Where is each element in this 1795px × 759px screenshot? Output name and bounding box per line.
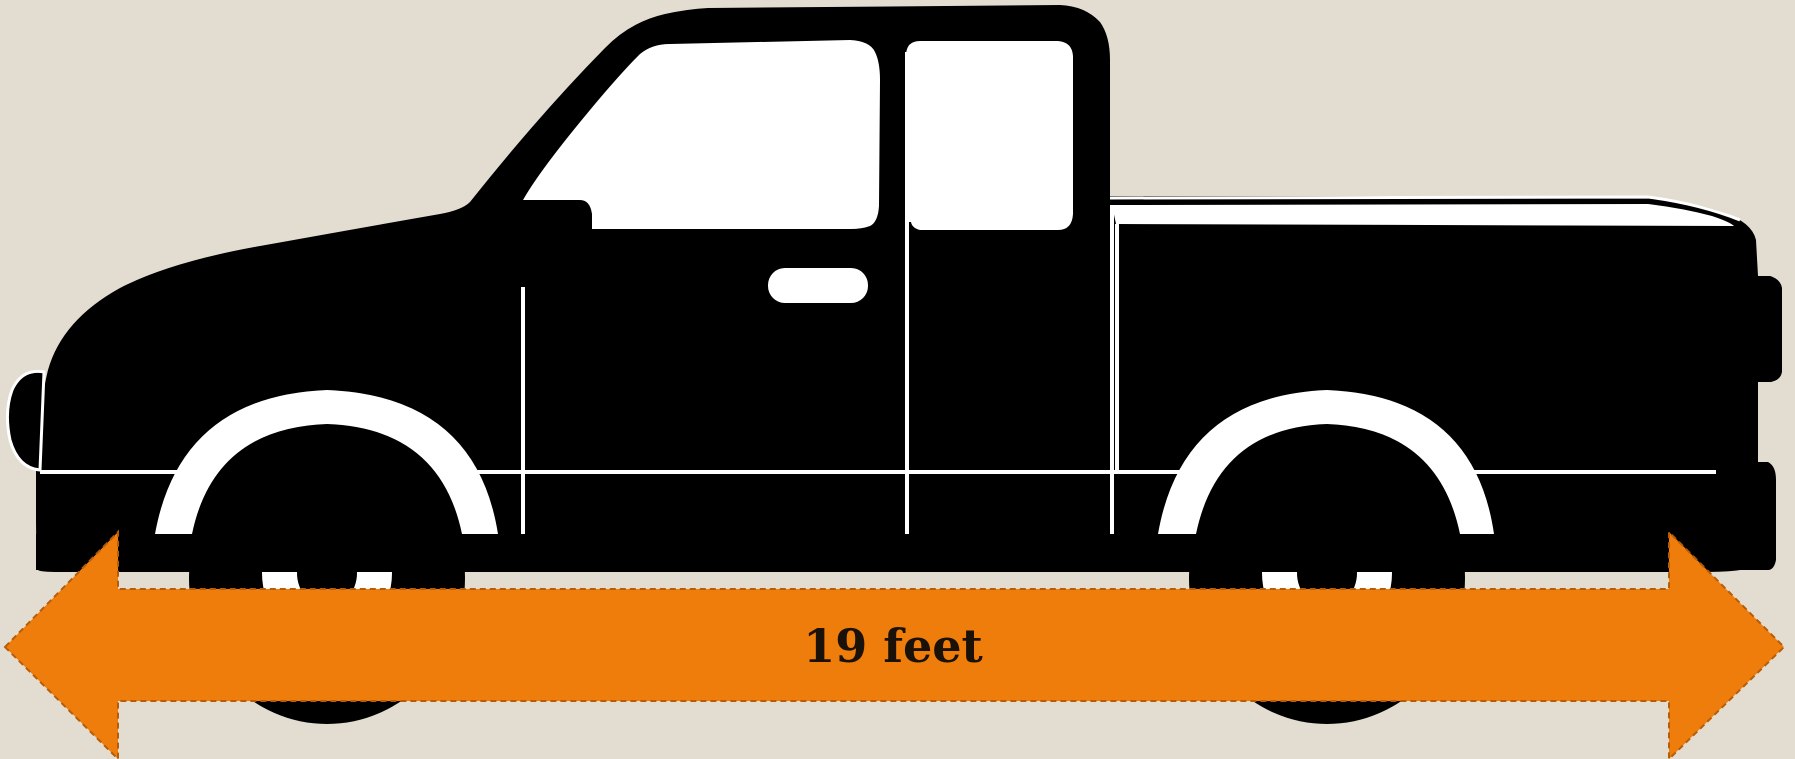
length-label: 19 feet <box>803 619 983 673</box>
door-handle <box>768 268 868 303</box>
headlight <box>7 371 44 470</box>
front-sill <box>36 534 50 570</box>
tail-light <box>1756 276 1782 382</box>
rear-side-window <box>906 41 1073 230</box>
bed-rail <box>1112 204 1734 226</box>
